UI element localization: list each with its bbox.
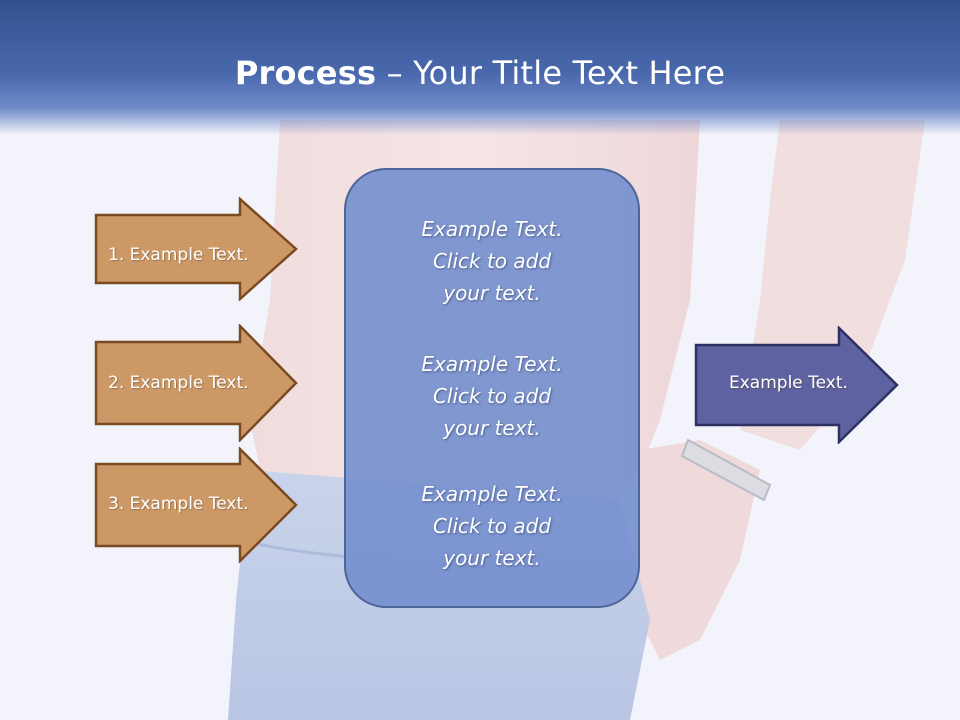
output-label: Example Text. <box>729 373 848 393</box>
output-arrow <box>694 326 899 444</box>
title-rest: – Your Title Text Here <box>376 54 726 92</box>
step-arrow-1 <box>94 197 298 301</box>
title-band <box>0 0 960 135</box>
center-text-box[interactable] <box>344 168 640 608</box>
center-block-1-line3: your text. <box>443 281 541 305</box>
center-block-2: Example Text. Click to add your text. <box>344 348 640 444</box>
center-block-1-line1: Example Text. <box>421 217 563 241</box>
step-label-2: 2. Example Text. <box>108 373 249 393</box>
bracelet-shape <box>680 438 772 502</box>
center-block-3-line1: Example Text. <box>421 482 563 506</box>
step-label-3: 3. Example Text. <box>108 494 249 514</box>
center-block-3: Example Text. Click to add your text. <box>344 478 640 574</box>
slide-title: Process – Your Title Text Here <box>0 54 960 92</box>
center-block-2-line1: Example Text. <box>421 352 563 376</box>
title-bold: Process <box>234 54 377 92</box>
center-block-3-line3: your text. <box>443 546 541 570</box>
step-arrow-2 <box>94 324 298 442</box>
center-block-1: Example Text. Click to add your text. <box>344 213 640 309</box>
center-block-2-line2: Click to add <box>432 384 552 408</box>
center-block-1-line2: Click to add <box>432 249 552 273</box>
step-arrow-3 <box>94 447 298 563</box>
step-label-1: 1. Example Text. <box>108 245 249 265</box>
center-block-3-line2: Click to add <box>432 514 552 538</box>
hand-shape <box>630 440 760 660</box>
center-block-2-line3: your text. <box>443 416 541 440</box>
